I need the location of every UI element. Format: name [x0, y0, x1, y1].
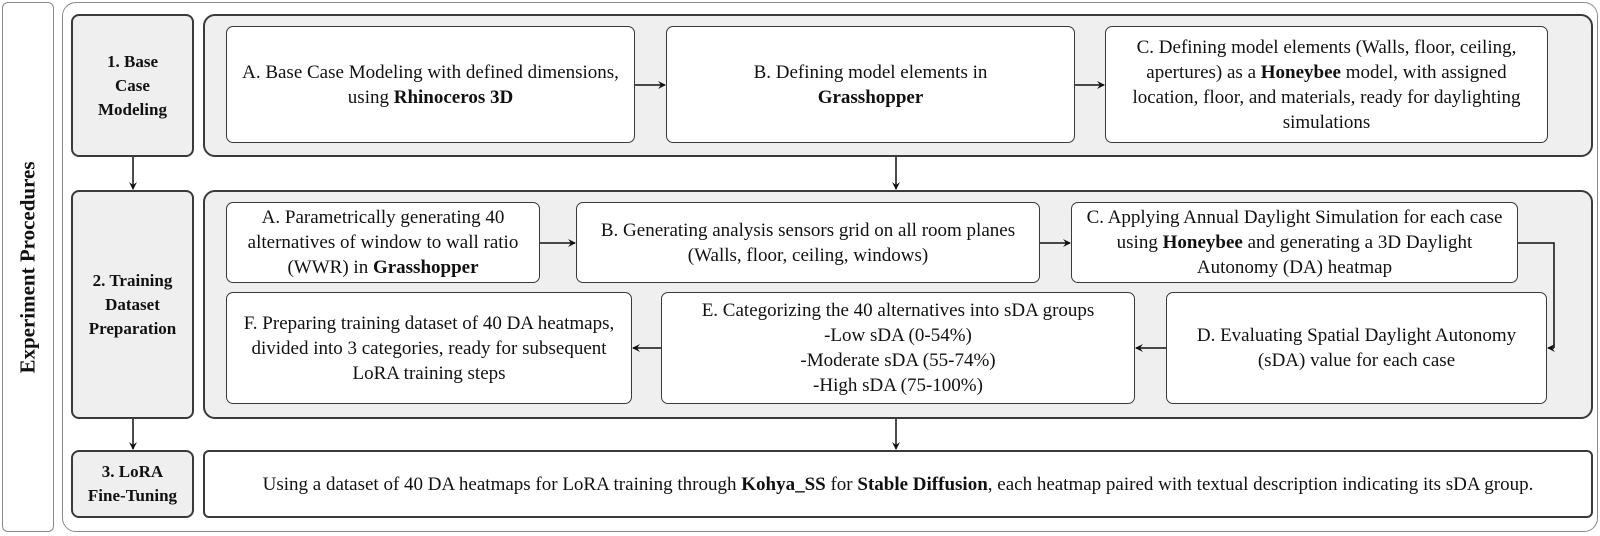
stage-1-step-c: C. Defining model elements (Walls, floor… — [1105, 26, 1548, 143]
side-frame — [2, 2, 54, 532]
stage-2-step-c: C. Applying Annual Daylight Simulation f… — [1071, 202, 1518, 283]
stage-3-description: Using a dataset of 40 DA heatmaps for Lo… — [203, 450, 1593, 518]
stage-2-step-f: F. Preparing training dataset of 40 DA h… — [226, 292, 632, 404]
stage-2-step-e: E. Categorizing the 40 alternatives into… — [661, 292, 1135, 404]
stage-2-step-d: D. Evaluating Spatial Daylight Autonomy … — [1166, 292, 1547, 404]
stage-2-step-b: B. Generating analysis sensors grid on a… — [576, 202, 1040, 283]
stage-1-step-b: B. Defining model elements in Grasshoppe… — [666, 26, 1075, 143]
diagram-title: Experiment Procedures — [15, 160, 40, 374]
stage-1-step-a: A. Base Case Modeling with defined dimen… — [226, 26, 635, 143]
stage-2-step-a: A. Parametrically generating 40 alternat… — [226, 202, 540, 283]
